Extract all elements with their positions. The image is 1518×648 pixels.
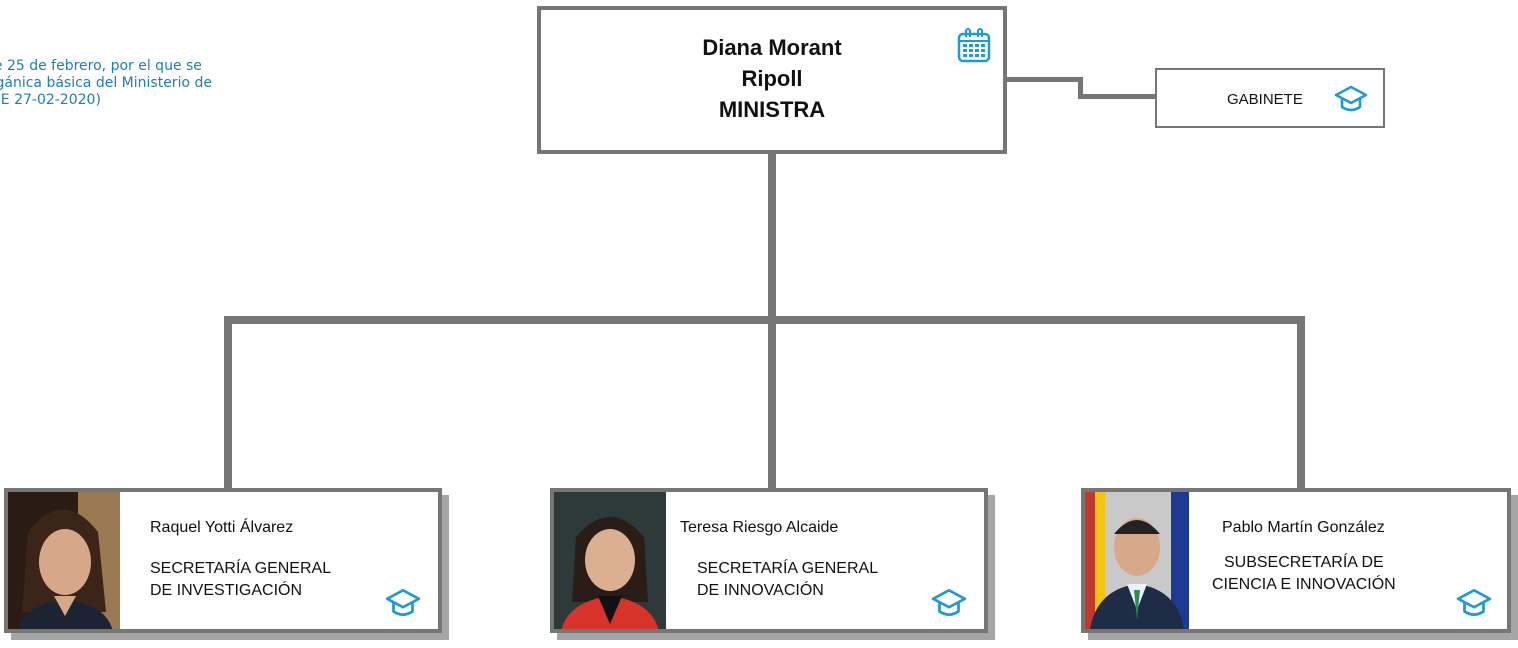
minister-name: Diana Morant Ripoll MINISTRA <box>541 32 1003 125</box>
calendar-icon[interactable] <box>955 27 993 65</box>
person-photo <box>1085 492 1189 629</box>
unit-name: SUBSECRETARÍA DE CIENCIA E INNOVACIÓN <box>1212 554 1396 593</box>
person-name: Raquel Yotti Álvarez <box>150 519 294 536</box>
unit-name: SECRETARÍA GENERAL DE INNOVACIÓN <box>697 560 879 599</box>
minister-title: MINISTRA <box>718 97 826 122</box>
connector-minister-down <box>768 154 776 320</box>
connector-gabinete-h2 <box>1078 94 1157 99</box>
minister-box[interactable]: Diana Morant Ripoll MINISTRA <box>537 6 1007 154</box>
person-name: Pablo Martín González <box>1222 519 1385 536</box>
connector-center-down <box>768 316 776 488</box>
unit-card-innovacion[interactable]: Teresa Riesgo Alcaide SECRETARÍA GENERAL… <box>550 488 988 633</box>
graduation-cap-icon[interactable] <box>384 586 422 620</box>
unit-card-investigacion[interactable]: Raquel Yotti Álvarez SECRETARÍA GENERAL … <box>4 488 442 633</box>
gabinete-box[interactable]: GABINETE <box>1155 68 1385 128</box>
person-photo <box>554 492 666 629</box>
legal-text-line: le 25 de febrero, por el que se <box>0 58 202 74</box>
connector-right-down <box>1297 316 1305 488</box>
legal-reference-text[interactable]: le 25 de febrero, por el que se rgánica … <box>0 58 290 109</box>
legal-text-line: rgánica básica del Ministerio de <box>0 75 212 91</box>
person-photo <box>8 492 120 629</box>
unit-name: SECRETARÍA GENERAL DE INVESTIGACIÓN <box>150 560 332 599</box>
connector-horizontal-bus <box>224 316 1305 324</box>
graduation-cap-icon[interactable] <box>1455 586 1493 620</box>
connector-gabinete-v <box>1078 77 1083 99</box>
legal-text-line: DE 27-02-2020) <box>0 92 101 108</box>
connector-gabinete-h1 <box>1007 77 1083 82</box>
connector-left-down <box>224 316 232 488</box>
unit-card-subsecretaria[interactable]: Pablo Martín González SUBSECRETARÍA DE C… <box>1081 488 1511 633</box>
graduation-cap-icon[interactable] <box>930 586 968 620</box>
person-name: Teresa Riesgo Alcaide <box>680 519 839 536</box>
graduation-cap-icon[interactable] <box>1333 83 1369 115</box>
gabinete-label: GABINETE <box>1227 91 1303 108</box>
